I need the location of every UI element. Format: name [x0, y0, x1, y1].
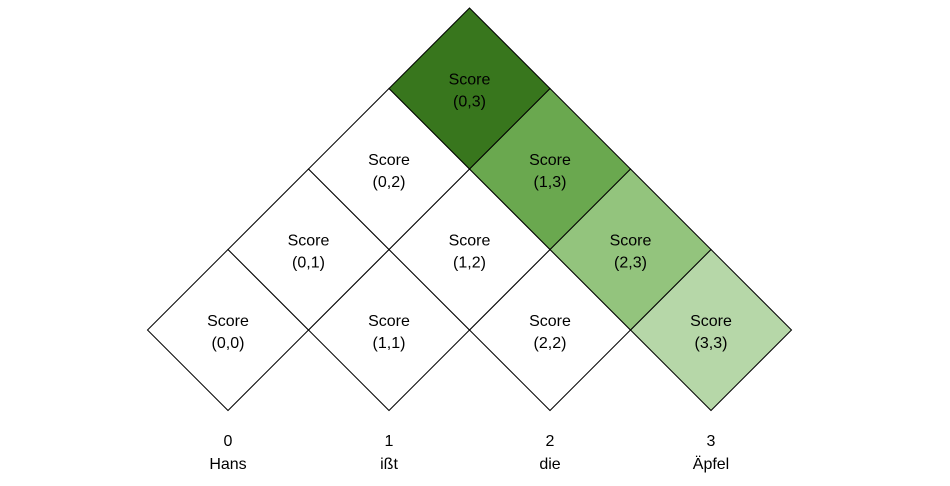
- score-cell-label: Score: [690, 313, 732, 330]
- score-cell-coord: (1,2): [453, 255, 486, 272]
- score-cell-coord: (0,2): [373, 174, 406, 191]
- score-cell-label: Score: [610, 233, 652, 250]
- word-index: 2: [546, 433, 555, 450]
- score-cell-coord: (0,0): [212, 335, 245, 352]
- word-label: 1 ißt: [380, 433, 398, 473]
- score-cell-label: Score: [449, 233, 491, 250]
- score-cell-label: Score: [368, 313, 410, 330]
- score-cell-diamond: [388, 7, 551, 170]
- word-index: 1: [385, 433, 394, 450]
- score-cell-label: Score: [207, 313, 249, 330]
- word-index: 3: [707, 433, 716, 450]
- score-cell-coord: (2,3): [614, 255, 647, 272]
- word-index: 0: [224, 433, 233, 450]
- word-token: Äpfel: [693, 455, 729, 473]
- word-token: ißt: [380, 456, 398, 473]
- score-cells: Score (0,0) Score (1,1) Score (2,2) Score (3,3)…: [146, 7, 793, 412]
- score-cell-label: Score: [529, 313, 571, 330]
- word-token: Hans: [209, 456, 246, 473]
- score-cell-coord: (3,3): [695, 335, 728, 352]
- score-cell-coord: (1,1): [373, 335, 406, 352]
- score-cell-label: Score: [529, 152, 571, 169]
- score-cell: Score (0,3): [388, 7, 551, 170]
- word-token: die: [539, 456, 560, 473]
- score-cell-coord: (0,1): [292, 255, 325, 272]
- score-cell-coord: (2,2): [534, 335, 567, 352]
- score-cell-coord: (0,3): [453, 94, 486, 111]
- word-label: 2 die: [539, 433, 560, 473]
- score-cell-label: Score: [368, 152, 410, 169]
- score-cell-label: Score: [288, 233, 330, 250]
- score-cell-coord: (1,3): [534, 174, 567, 191]
- score-cell-label: Score: [449, 72, 491, 89]
